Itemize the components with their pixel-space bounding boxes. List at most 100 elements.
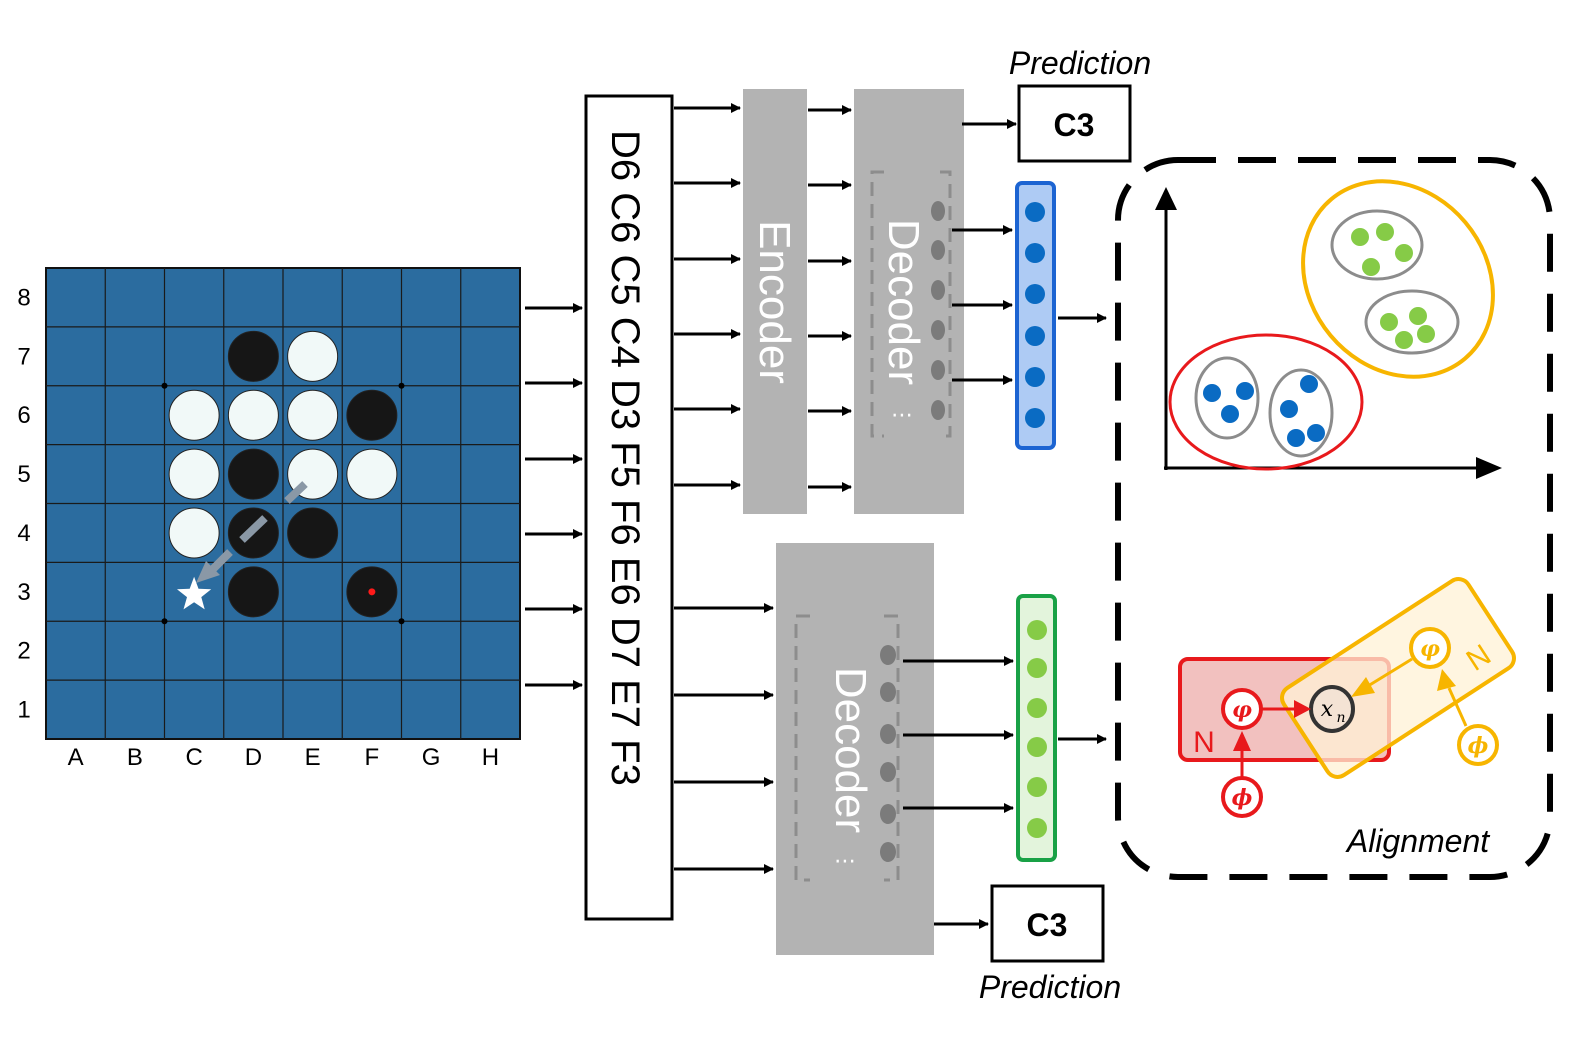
column-label: D (245, 744, 262, 771)
vector-dot (1027, 777, 1047, 797)
blue-representation-vector (1015, 181, 1056, 450)
decoder-token (931, 320, 945, 340)
star-point (161, 382, 168, 389)
yellow-prior-node: ϕ (1457, 724, 1499, 766)
decoder-top-ellipsis: ⋯ (891, 402, 913, 427)
sequence-to-decoder-bottom-arrows (674, 603, 774, 874)
vector-dot (1025, 284, 1045, 304)
observed-node-label: x (1321, 697, 1334, 722)
red-edges (1233, 700, 1311, 777)
row-label: 7 (17, 343, 30, 370)
row-label: 5 (17, 461, 30, 488)
yellow-latent-node: φ (1409, 627, 1451, 669)
decoder-bottom-label: Decoder (826, 667, 875, 833)
black-piece (227, 448, 279, 500)
white-piece (287, 389, 339, 441)
red-prior-label: ϕ (1232, 785, 1253, 811)
board-pieces (168, 330, 398, 618)
blue-vector-dots (1025, 202, 1045, 428)
white-piece (227, 389, 279, 441)
board-to-sequence-arrows (525, 303, 583, 690)
prediction-bottom: C3 Prediction (979, 884, 1121, 1005)
row-label: 1 (17, 697, 30, 724)
prediction-bottom-label: Prediction (979, 969, 1121, 1005)
column-label: C (185, 744, 202, 771)
green-cluster-group (1301, 179, 1495, 379)
vector-dot (1027, 658, 1047, 678)
vector-dot (1025, 367, 1045, 387)
black-piece (346, 389, 398, 441)
vector-dot (1027, 737, 1047, 757)
decoder-token (931, 280, 945, 300)
decoder-bottom-tokens (880, 645, 896, 862)
white-piece (168, 507, 220, 559)
vector-dot (1025, 202, 1045, 222)
row-label: 2 (17, 638, 30, 665)
yellow-prior-label: ϕ (1468, 733, 1489, 759)
white-piece (287, 330, 339, 382)
move-sequence-box: D6 C6 C5 C4 D3 F5 F6 E6 D7 E7 F3 (584, 94, 674, 921)
green-representation-vector (1016, 594, 1057, 862)
column-label: B (127, 744, 143, 771)
star-icon (177, 576, 212, 610)
decoder-token (880, 645, 896, 665)
prediction-top-value: C3 (1054, 107, 1095, 143)
black-piece (227, 330, 279, 382)
prediction-top-label: Prediction (1009, 45, 1151, 81)
red-plate-label: N (1193, 726, 1215, 759)
last-move-marker (368, 588, 376, 596)
column-label: H (482, 744, 499, 771)
vector-dot (1027, 818, 1047, 838)
observed-node-subscript: n (1336, 710, 1345, 726)
observed-node-x: x n (1309, 685, 1355, 733)
cluster-plot-axes (1164, 203, 1480, 470)
red-latent-node: φ (1221, 688, 1263, 730)
row-label: 4 (17, 520, 30, 547)
prediction-bottom-value: C3 (1027, 907, 1068, 943)
row-label: 6 (17, 402, 30, 429)
vector-dot (1027, 698, 1047, 718)
sequence-to-encoder-arrows (674, 103, 741, 490)
alignment-panel: Alignment (1115, 157, 1553, 880)
encoder-block: Encoder (743, 89, 807, 514)
prediction-top: C3 Prediction (1009, 45, 1151, 163)
white-piece (168, 448, 220, 500)
row-label: 8 (17, 284, 30, 311)
decoder-bottom-block: Decoder ⋯ (776, 543, 934, 955)
move-sequence-text: D6 C6 C5 C4 D3 F5 F6 E6 D7 E7 F3 (603, 130, 647, 786)
yellow-edges (1351, 657, 1468, 727)
red-prior-node: ϕ (1221, 776, 1263, 818)
star-point (398, 382, 405, 389)
vector-dot (1025, 243, 1045, 263)
decoder-token (880, 804, 896, 824)
board-grid (46, 268, 520, 739)
decoder-top-tokens (931, 201, 945, 420)
vector-dot (1025, 408, 1045, 428)
white-piece (346, 448, 398, 500)
yellow-latent-label: φ (1420, 636, 1440, 662)
red-latent-label: φ (1232, 697, 1252, 723)
column-label: A (68, 744, 84, 771)
blue-cluster-group (1168, 333, 1364, 471)
decoder-token (880, 842, 896, 862)
decoder-token (931, 400, 945, 420)
x-axis-arrowhead (1476, 457, 1502, 479)
alignment-label: Alignment (1345, 823, 1490, 859)
star-point (161, 618, 168, 625)
decoder-token (931, 240, 945, 260)
column-label: E (305, 744, 321, 771)
black-piece (287, 507, 339, 559)
star-point (398, 618, 405, 625)
column-label: F (365, 744, 380, 771)
encoder-to-decoder-arrows (808, 105, 852, 492)
decoder-top-to-vector-arrows (952, 225, 1013, 385)
decoder-token (931, 360, 945, 380)
y-axis-arrowhead (1155, 187, 1177, 210)
encoder-label: Encoder (750, 220, 799, 384)
decoder-token (880, 682, 896, 702)
row-label: 3 (17, 579, 30, 606)
green-vector-dots (1027, 620, 1047, 838)
